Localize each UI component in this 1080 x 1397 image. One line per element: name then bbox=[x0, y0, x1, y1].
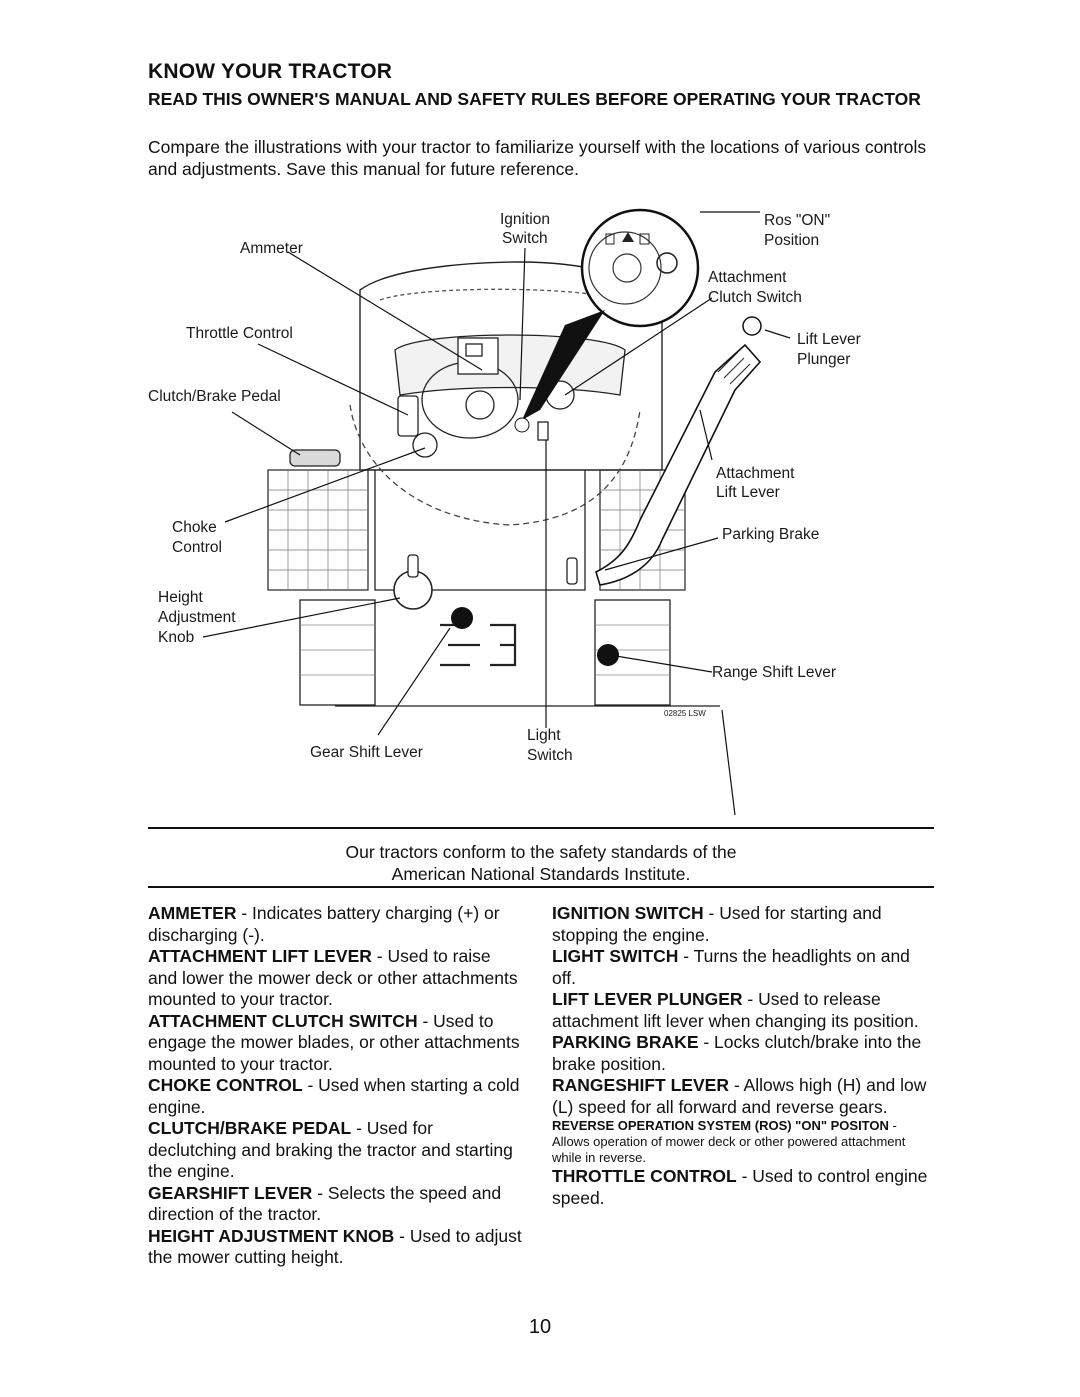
gear-shift-label: Gear Shift Lever bbox=[310, 744, 423, 761]
definition-text: - Used for starting and stopping the eng… bbox=[552, 903, 882, 945]
definition-text: - Turns the headlights on and off. bbox=[552, 946, 910, 988]
definition-item: GEARSHIFT LEVER - Selects the speed and … bbox=[148, 1183, 524, 1226]
definition-item: PARKING BRAKE - Locks clutch/brake into … bbox=[552, 1032, 936, 1075]
definition-term: REVERSE OPERATION SYSTEM (ROS) "ON" POSI… bbox=[552, 1118, 889, 1133]
range-shift-label: Range Shift Lever bbox=[712, 664, 836, 681]
attachment-lift-label-line2: Lift Lever bbox=[716, 484, 780, 501]
definition-item: THROTTLE CONTROL - Used to control engin… bbox=[552, 1166, 936, 1209]
definitions-right-column: IGNITION SWITCH - Used for starting and … bbox=[552, 903, 936, 1209]
throttle-label: Throttle Control bbox=[186, 325, 293, 342]
definition-text: - Selects the speed and direction of the… bbox=[148, 1182, 502, 1225]
definition-term: THROTTLE CONTROL bbox=[552, 1166, 737, 1186]
light-switch-label-line1: Light bbox=[527, 727, 561, 744]
attachment-lift-label-line1: Attachment bbox=[716, 465, 795, 482]
definition-text: - Used to raise and lower the mower deck… bbox=[148, 946, 518, 1009]
definition-text: - Locks clutch/brake into the brake posi… bbox=[552, 1032, 922, 1074]
definition-term: AMMETER bbox=[148, 903, 237, 923]
definition-item: RANGESHIFT LEVER - Allows high (H) and l… bbox=[552, 1075, 936, 1118]
definition-item: LIGHT SWITCH - Turns the headlights on a… bbox=[552, 946, 936, 989]
parking-brake-label: Parking Brake bbox=[722, 526, 819, 543]
definition-item: LIFT LEVER PLUNGER - Used to release att… bbox=[552, 989, 936, 1032]
definition-term: IGNITION SWITCH bbox=[552, 903, 704, 923]
light-switch-label-line2: Switch bbox=[527, 747, 573, 764]
standards-note: Our tractors conform to the safety stand… bbox=[148, 841, 934, 885]
definition-term: HEIGHT ADJUSTMENT KNOB bbox=[148, 1225, 395, 1246]
lift-plunger-label-line1: Lift Lever bbox=[797, 331, 861, 348]
definition-item: HEIGHT ADJUSTMENT KNOB - Used to adjust … bbox=[148, 1226, 524, 1269]
definition-term: ATTACHMENT LIFT LEVER bbox=[148, 946, 372, 966]
definition-text: - Used to release attachment lift lever … bbox=[552, 989, 919, 1031]
lift-plunger-label-line2: Plunger bbox=[797, 351, 850, 368]
definition-item: CLUTCH/BRAKE PEDAL - Used for declutchin… bbox=[148, 1118, 524, 1183]
definition-item: REVERSE OPERATION SYSTEM (ROS) "ON" POSI… bbox=[552, 1118, 936, 1166]
definition-term: CLUTCH/BRAKE PEDAL bbox=[148, 1118, 352, 1138]
divider-bottom bbox=[148, 886, 934, 888]
definition-text: - Used for declutching and braking the t… bbox=[148, 1118, 513, 1181]
divider-top bbox=[148, 827, 934, 829]
standards-line-2: American National Standards Institute. bbox=[391, 864, 691, 884]
definition-term: PARKING BRAKE bbox=[552, 1032, 699, 1052]
ros-label-line2: Position bbox=[764, 232, 819, 249]
attachment-clutch-label-line2: Clutch Switch bbox=[708, 289, 802, 306]
page-number: 10 bbox=[528, 1316, 552, 1338]
definition-text: - Allows operation of mower deck or othe… bbox=[552, 1118, 906, 1165]
definitions-left-column: AMMETER - Indicates battery charging (+)… bbox=[148, 903, 524, 1269]
height-label-line3: Knob bbox=[158, 629, 194, 646]
page-title: KNOW YOUR TRACTOR bbox=[148, 60, 393, 83]
definition-term: RANGESHIFT LEVER bbox=[552, 1075, 729, 1095]
definition-text: - Used to engage the mower blades, or ot… bbox=[148, 1010, 520, 1074]
definition-text: - Used to control engine speed. bbox=[552, 1166, 928, 1208]
ignition-label-line2: Switch bbox=[502, 230, 548, 247]
height-label-line2: Adjustment bbox=[158, 609, 236, 626]
safety-subtitle: READ THIS OWNER'S MANUAL AND SAFETY RULE… bbox=[148, 89, 921, 109]
ammeter-label: Ammeter bbox=[240, 240, 303, 257]
definition-item: ATTACHMENT LIFT LEVER - Used to raise an… bbox=[148, 946, 524, 1011]
clutch-brake-label: Clutch/Brake Pedal bbox=[148, 388, 281, 405]
definition-term: LIFT LEVER PLUNGER bbox=[552, 989, 743, 1009]
definition-text: - Used to adjust the mower cutting heigh… bbox=[148, 1225, 522, 1268]
height-label-line1: Height bbox=[158, 589, 203, 606]
ros-label-line1: Ros "ON" bbox=[764, 212, 830, 229]
definition-text: - Allows high (H) and low (L) speed for … bbox=[552, 1075, 927, 1117]
choke-label-line1: Choke bbox=[172, 519, 217, 536]
definition-item: ATTACHMENT CLUTCH SWITCH - Used to engag… bbox=[148, 1011, 524, 1076]
definition-text: - Used when starting a cold engine. bbox=[148, 1075, 520, 1117]
definition-term: LIGHT SWITCH bbox=[552, 946, 679, 966]
definition-term: ATTACHMENT CLUTCH SWITCH bbox=[148, 1010, 418, 1031]
definition-term: GEARSHIFT LEVER bbox=[148, 1182, 313, 1203]
definition-text: - Indicates battery charging (+) or disc… bbox=[148, 903, 500, 945]
ignition-label-line1: Ignition bbox=[500, 211, 550, 228]
definition-term: CHOKE CONTROL bbox=[148, 1075, 303, 1095]
tractor-dashboard-illustration: Ammeter Ignition Switch Ros "ON" Positio… bbox=[148, 208, 861, 816]
choke-label-line2: Control bbox=[172, 539, 222, 556]
definition-item: AMMETER - Indicates battery charging (+)… bbox=[148, 903, 524, 946]
figure-code: 02825 LSW bbox=[664, 709, 706, 718]
standards-line-1: Our tractors conform to the safety stand… bbox=[345, 842, 737, 862]
attachment-clutch-label-line1: Attachment bbox=[708, 269, 787, 286]
intro-paragraph: Compare the illustrations with your trac… bbox=[148, 137, 927, 179]
definition-item: CHOKE CONTROL - Used when starting a col… bbox=[148, 1075, 524, 1118]
definition-item: IGNITION SWITCH - Used for starting and … bbox=[552, 903, 936, 946]
